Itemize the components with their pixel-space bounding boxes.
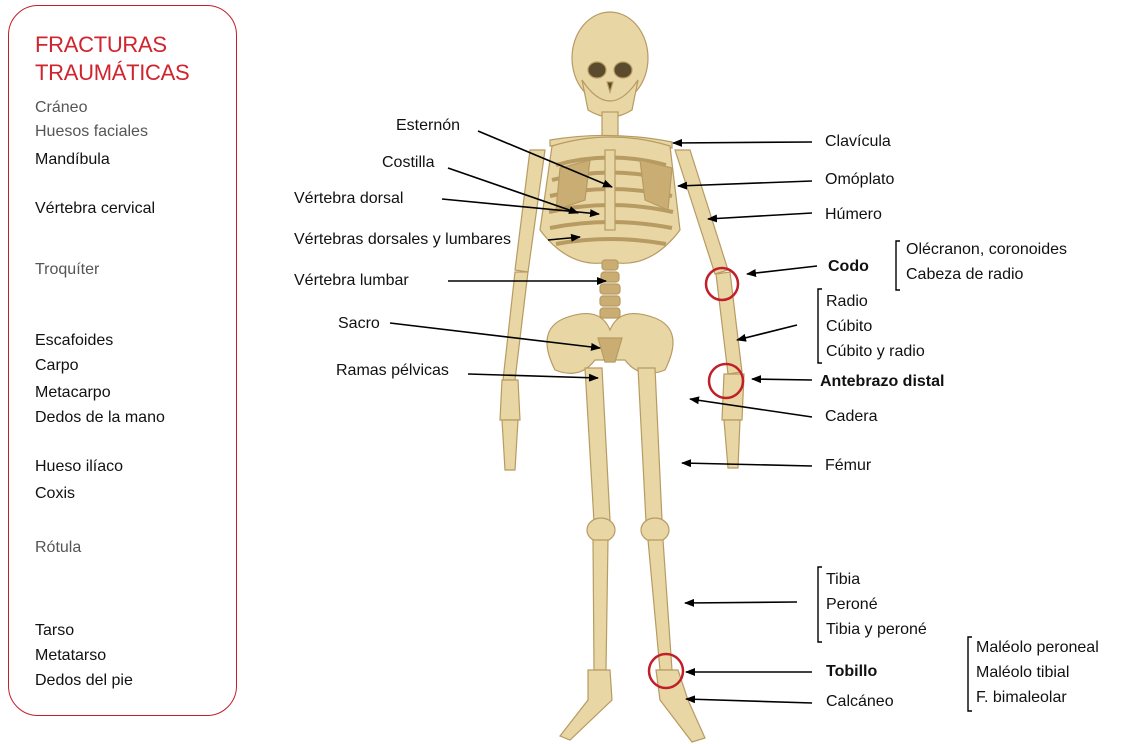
label-dorsal-lumbar-vertebrae: Vértebras dorsales y lumbares <box>294 230 511 250</box>
label-clavicle: Clavícula <box>825 132 891 152</box>
label-elbow-sub: Olécranon, coronoides <box>906 240 1067 260</box>
label-pelvic-rami: Ramas pélvicas <box>336 361 449 381</box>
label-leg-sub: Tibia y peroné <box>826 620 927 640</box>
label-elbow: Codo <box>828 257 869 277</box>
label-rib: Costilla <box>382 153 434 173</box>
label-dorsal-vertebra: Vértebra dorsal <box>294 189 403 209</box>
label-distal-forearm: Antebrazo distal <box>820 372 944 392</box>
label-scapula: Omóplato <box>825 170 894 190</box>
label-forearm-sub: Cúbito y radio <box>826 342 925 362</box>
label-elbow-sub: Cabeza de radio <box>906 265 1023 285</box>
label-calcaneus: Calcáneo <box>826 692 894 712</box>
label-leg-sub: Peroné <box>826 595 878 615</box>
label-ankle: Tobillo <box>826 662 877 682</box>
label-ankle-sub: Maléolo peroneal <box>976 638 1099 658</box>
label-sternum: Esternón <box>396 116 460 136</box>
skeleton-figure <box>500 12 744 742</box>
label-femur: Fémur <box>825 456 871 476</box>
label-humerus: Húmero <box>825 205 882 225</box>
label-leg-sub: Tibia <box>826 570 860 590</box>
label-hip: Cadera <box>825 407 877 427</box>
label-forearm-sub: Radio <box>826 292 868 312</box>
label-ankle-sub: F. bimaleolar <box>976 688 1067 708</box>
label-ankle-sub: Maléolo tibial <box>976 663 1069 683</box>
label-lumbar-vertebra: Vértebra lumbar <box>294 271 409 291</box>
label-sacrum: Sacro <box>338 314 380 334</box>
label-forearm-sub: Cúbito <box>826 317 872 337</box>
